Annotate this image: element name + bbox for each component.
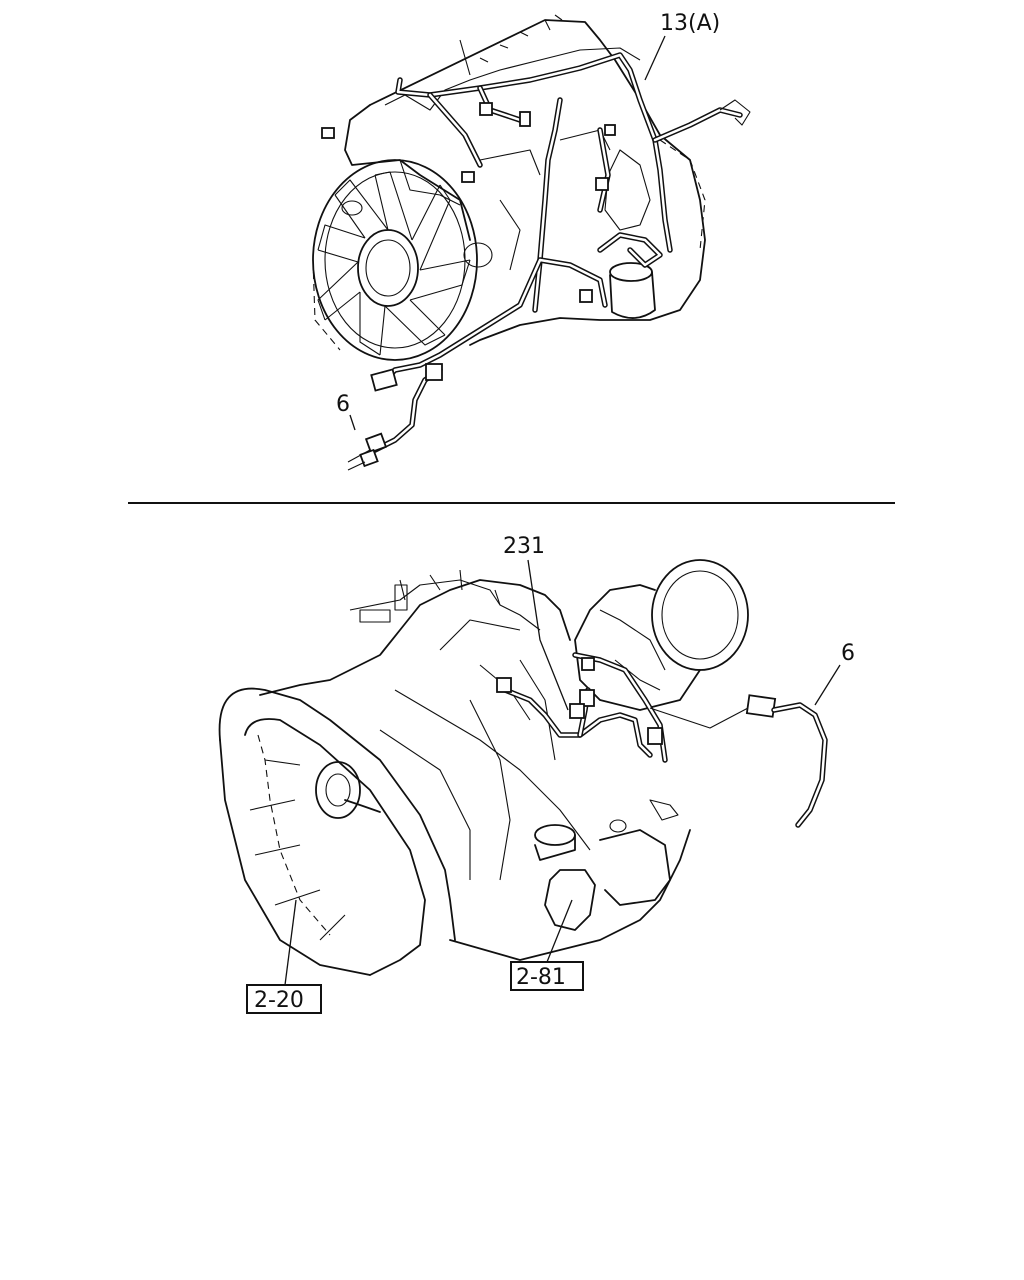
reference-2-81[interactable]: 2-81 — [510, 899, 584, 991]
transmission-assembly — [218, 559, 828, 976]
label-231: 231 — [503, 534, 545, 559]
reference-box-2-20 — [246, 984, 322, 1014]
callout-6-bottom: 6 — [814, 641, 855, 706]
label-6-top: 6 — [336, 392, 350, 417]
reference-box-2-81 — [510, 961, 584, 991]
leader-6-bottom — [814, 664, 841, 706]
callout-13a: 13(A) — [644, 11, 720, 81]
leader-231 — [527, 559, 569, 711]
leader-2-81 — [546, 899, 573, 963]
reference-label-2-20: 2-20 — [254, 988, 304, 1013]
engine-assembly — [312, 14, 751, 471]
label-13a: 13(A) — [660, 11, 720, 36]
reference-2-20[interactable]: 2-20 — [246, 899, 322, 1014]
label-6-bottom: 6 — [841, 641, 855, 666]
leader-13a — [644, 35, 666, 81]
reference-label-2-81: 2-81 — [516, 965, 566, 990]
callout-6-top: 6 — [336, 392, 350, 417]
leader-2-20 — [284, 899, 297, 986]
callout-231: 231 — [503, 534, 569, 711]
